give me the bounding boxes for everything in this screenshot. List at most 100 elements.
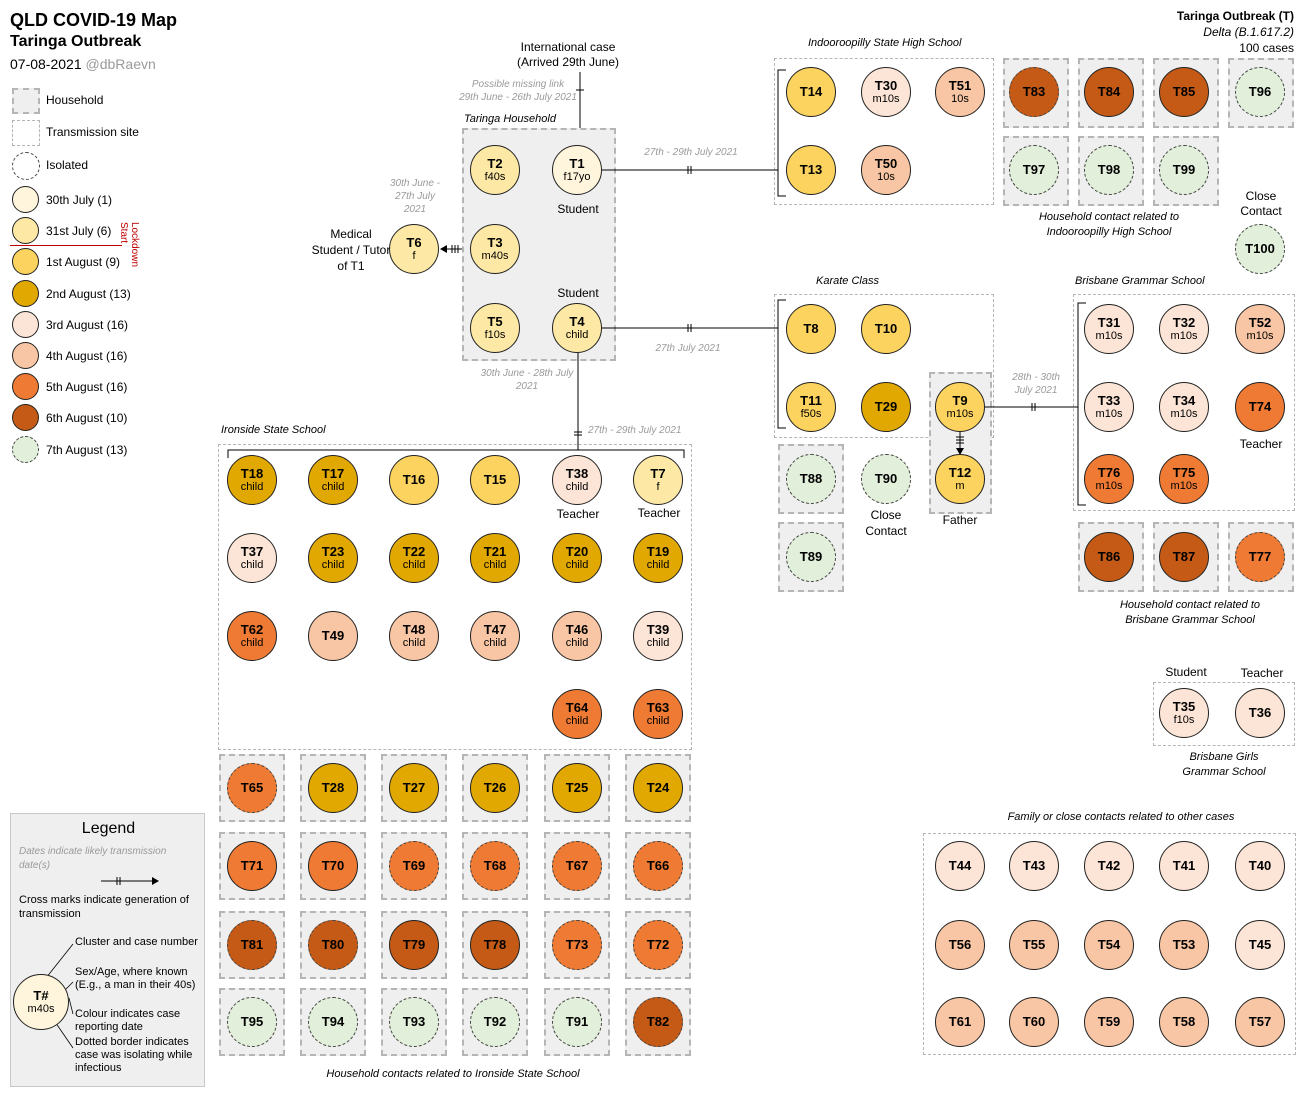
case-t94[interactable]: T94	[308, 997, 358, 1047]
case-t49[interactable]: T49	[308, 611, 358, 661]
case-t70[interactable]: T70	[308, 841, 358, 891]
case-t96[interactable]: T96	[1235, 67, 1285, 117]
case-t56[interactable]: T56	[935, 920, 985, 970]
case-t58[interactable]: T58	[1159, 997, 1209, 1047]
case-t15[interactable]: T15	[470, 455, 520, 505]
case-t91[interactable]: T91	[552, 997, 602, 1047]
case-t84[interactable]: T84	[1084, 67, 1134, 117]
case-t85[interactable]: T85	[1159, 67, 1209, 117]
case-t36[interactable]: T36	[1235, 688, 1285, 738]
case-t68[interactable]: T68	[470, 841, 520, 891]
case-t66[interactable]: T66	[633, 841, 683, 891]
case-t24[interactable]: T24	[633, 763, 683, 813]
case-t27[interactable]: T27	[389, 763, 439, 813]
case-t26[interactable]: T26	[470, 763, 520, 813]
case-t59[interactable]: T59	[1084, 997, 1134, 1047]
case-t28[interactable]: T28	[308, 763, 358, 813]
case-t79[interactable]: T79	[389, 920, 439, 970]
case-t60[interactable]: T60	[1009, 997, 1059, 1047]
case-t69[interactable]: T69	[389, 841, 439, 891]
case-t83[interactable]: T83	[1009, 67, 1059, 117]
case-t86[interactable]: T86	[1084, 532, 1134, 582]
case-t55[interactable]: T55	[1009, 920, 1059, 970]
case-t43[interactable]: T43	[1009, 841, 1059, 891]
case-t25[interactable]: T25	[552, 763, 602, 813]
case-t77[interactable]: T77	[1235, 532, 1285, 582]
case-t78[interactable]: T78	[470, 920, 520, 970]
case-t42[interactable]: T42	[1084, 841, 1134, 891]
case-t97[interactable]: T97	[1009, 145, 1059, 195]
case-t80[interactable]: T80	[308, 920, 358, 970]
case-t92[interactable]: T92	[470, 997, 520, 1047]
case-t90[interactable]: T90	[861, 454, 911, 504]
case-t74[interactable]: T74	[1235, 382, 1285, 432]
case-t71[interactable]: T71	[227, 841, 277, 891]
case-t29[interactable]: T29	[861, 382, 911, 432]
case-t93[interactable]: T93	[389, 997, 439, 1047]
case-t61[interactable]: T61	[935, 997, 985, 1047]
case-t81[interactable]: T81	[227, 920, 277, 970]
case-t87[interactable]: T87	[1159, 532, 1209, 582]
case-t82[interactable]: T82	[633, 997, 683, 1047]
case-t41[interactable]: T41	[1159, 841, 1209, 891]
case-t72[interactable]: T72	[633, 920, 683, 970]
case-t8[interactable]: T8	[786, 304, 836, 354]
case-t14[interactable]: T14	[786, 67, 836, 117]
case-t73[interactable]: T73	[552, 920, 602, 970]
case-t98[interactable]: T98	[1084, 145, 1134, 195]
case-t88[interactable]: T88	[786, 454, 836, 504]
case-t99[interactable]: T99	[1159, 145, 1209, 195]
case-t89[interactable]: T89	[786, 532, 836, 582]
case-t45[interactable]: T45	[1235, 920, 1285, 970]
case-t53[interactable]: T53	[1159, 920, 1209, 970]
case-t44[interactable]: T44	[935, 841, 985, 891]
case-t100[interactable]: T100	[1235, 224, 1285, 274]
case-t16[interactable]: T16	[389, 455, 439, 505]
case-t67[interactable]: T67	[552, 841, 602, 891]
case-t54[interactable]: T54	[1084, 920, 1134, 970]
case-t65[interactable]: T65	[227, 763, 277, 813]
case-t13[interactable]: T13	[786, 145, 836, 195]
case-t57[interactable]: T57	[1235, 997, 1285, 1047]
case-t10[interactable]: T10	[861, 304, 911, 354]
case-t40[interactable]: T40	[1235, 841, 1285, 891]
case-t95[interactable]: T95	[227, 997, 277, 1047]
